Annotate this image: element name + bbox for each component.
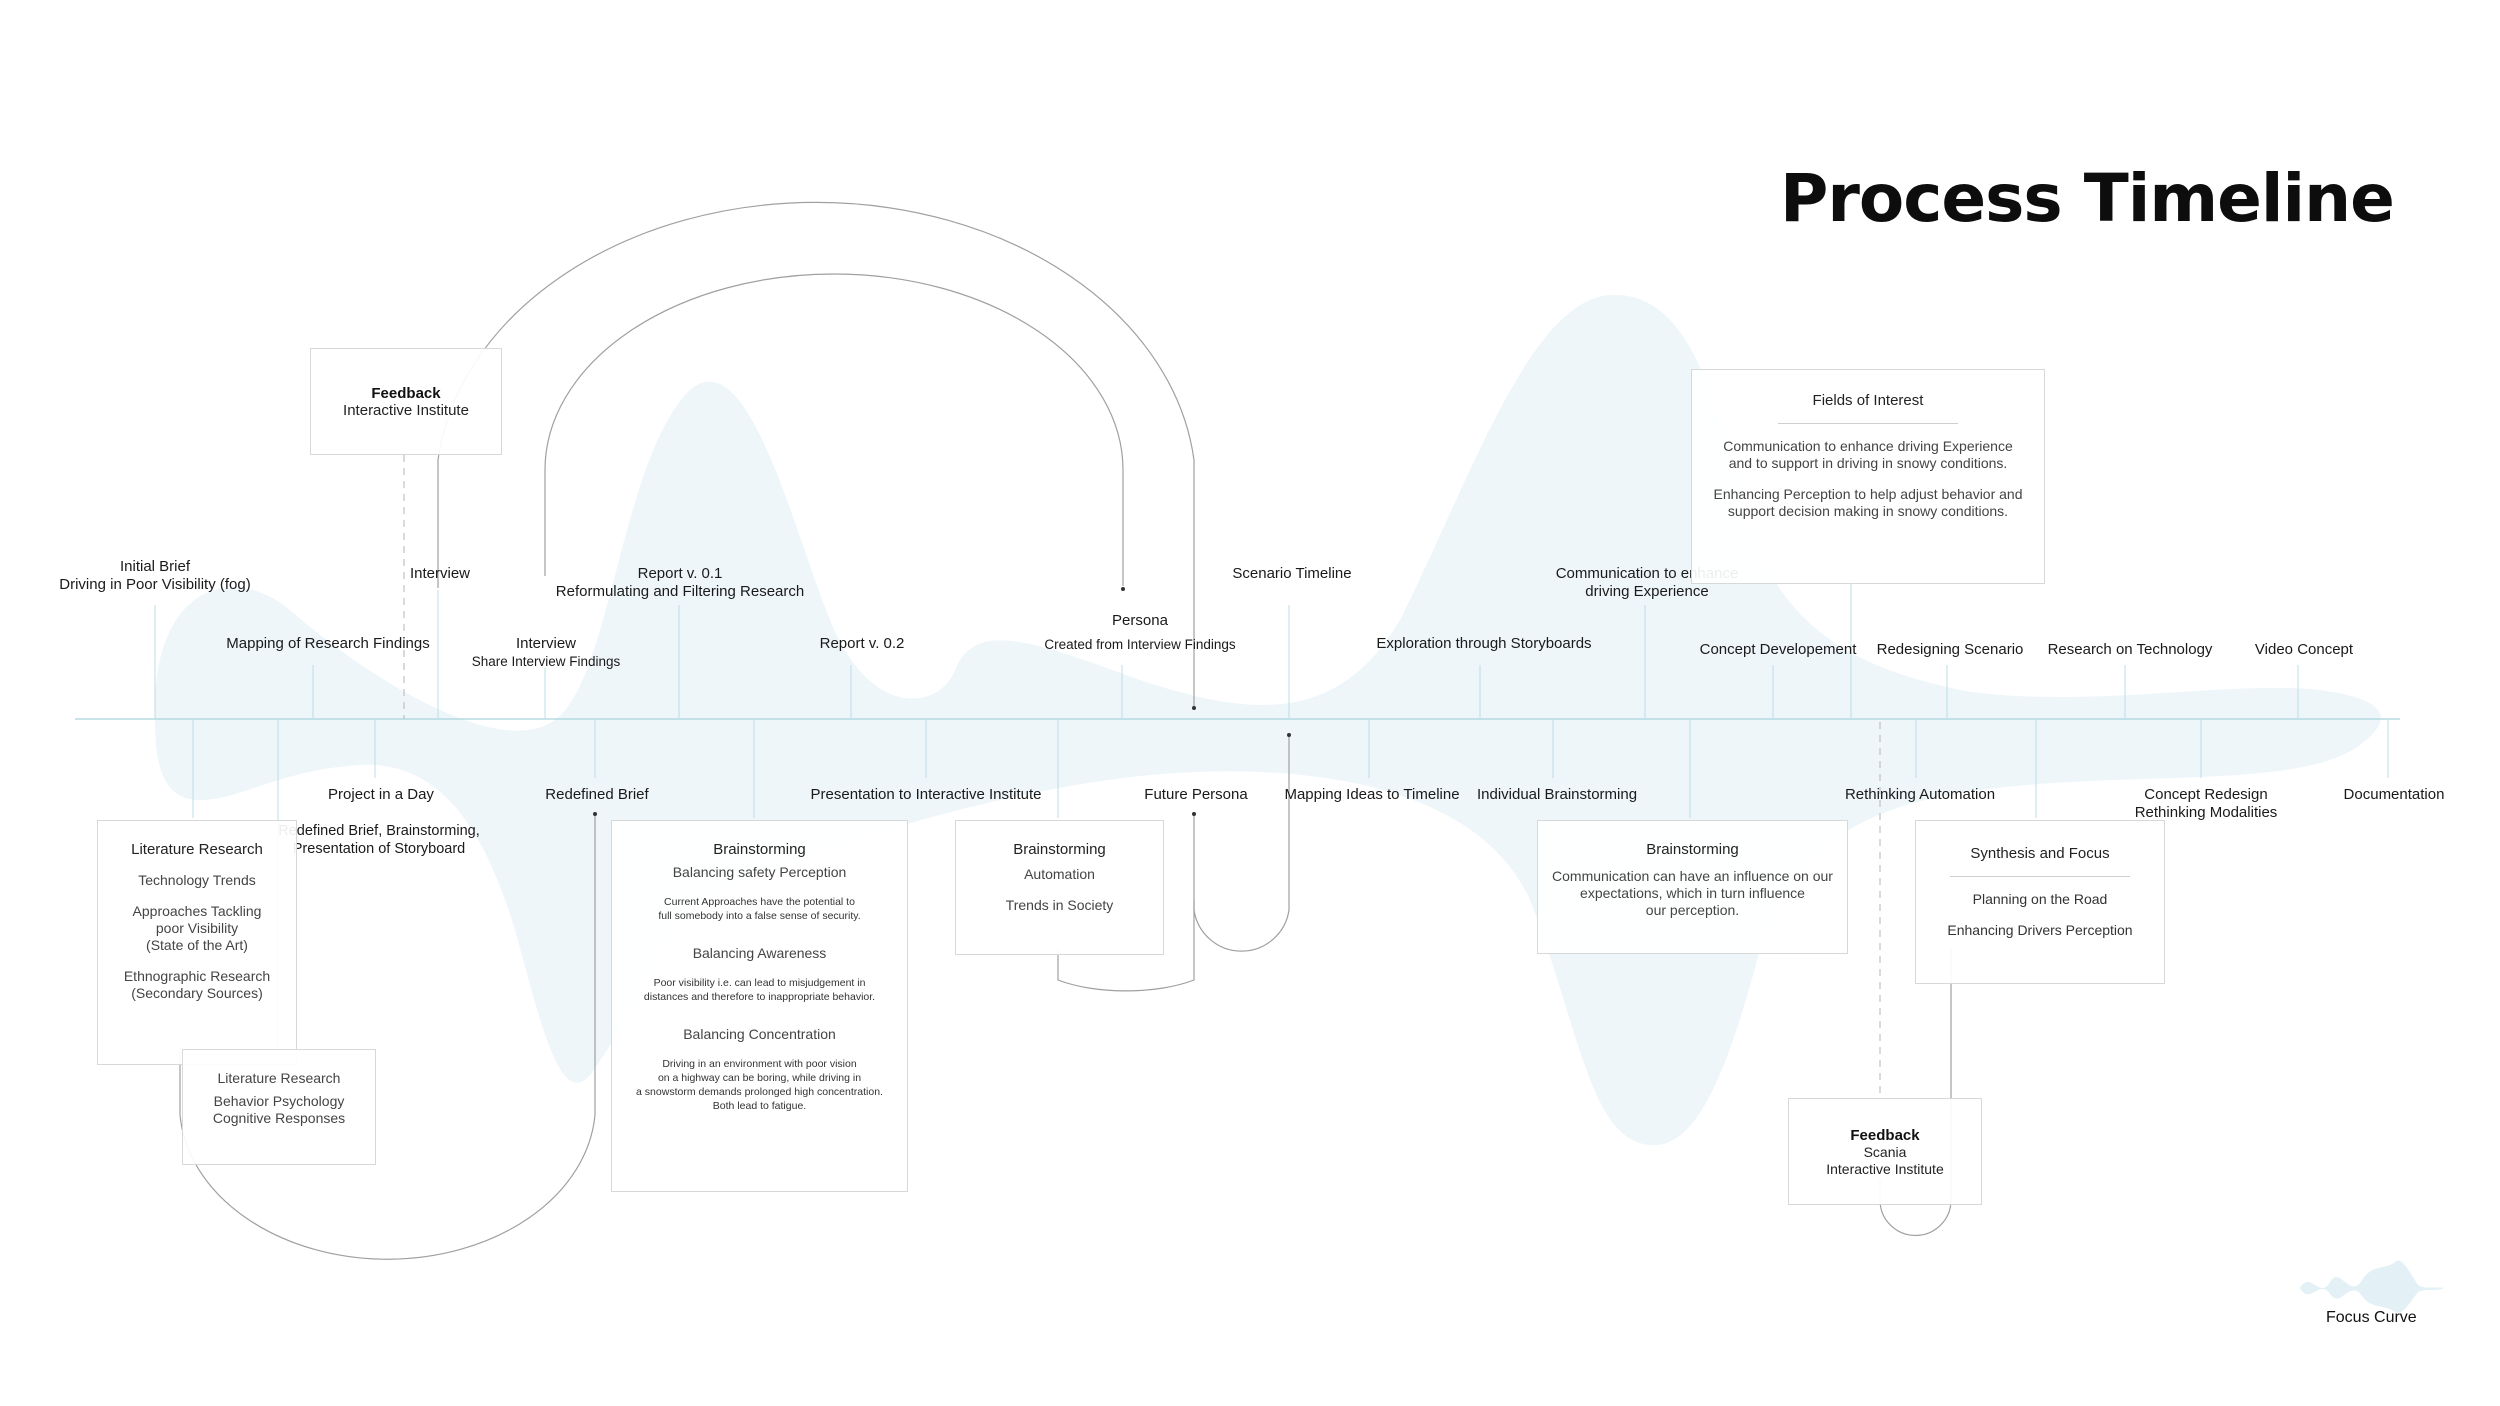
label-presentation: Presentation to Interactive Institute bbox=[810, 786, 1042, 803]
card-feedback-scania: Feedback Scania Interactive Institute bbox=[1788, 1098, 1982, 1205]
label-research-tech: Research on Technology bbox=[2047, 641, 2213, 658]
arc-interview-to-future-persona bbox=[437, 201, 1195, 708]
arc-mapping-loop bbox=[1193, 735, 1290, 952]
focus-curve-legend-icon bbox=[2300, 1260, 2444, 1313]
arc-dots bbox=[593, 587, 1291, 816]
arc-rethinking-loop bbox=[1879, 948, 1952, 1237]
label-redefined-brief: Redefined Brief bbox=[545, 786, 649, 803]
focus-curve bbox=[154, 294, 2381, 1146]
label-interview-1: Interview bbox=[409, 565, 471, 582]
label-future-persona: Future Persona bbox=[1144, 786, 1248, 803]
label-video-concept: Video Concept bbox=[2254, 641, 2354, 658]
label-project-day-note: Redefined Brief, Brainstorming,Presentat… bbox=[278, 823, 480, 857]
label-concept-dev: Concept Developement bbox=[1699, 641, 1857, 658]
label-scenario-timeline: Scenario Timeline bbox=[1232, 565, 1352, 582]
label-mapping-research: Mapping of Research Findings bbox=[226, 635, 430, 652]
card-literature-research: Literature Research Technology Trends Ap… bbox=[97, 820, 297, 1065]
label-report-02: Report v. 0.2 bbox=[819, 635, 905, 652]
card-feedback-interactive-institute: Feedback Interactive Institute bbox=[310, 348, 502, 455]
label-project-day: Project in a Day bbox=[328, 786, 434, 803]
card-brainstorming-communication: Brainstorming Communication can have an … bbox=[1537, 820, 1848, 954]
iteration-arcs bbox=[179, 201, 1952, 1260]
label-documentation: Documentation bbox=[2343, 786, 2445, 803]
card-brainstorming-automation: Brainstorming Automation Trends in Socie… bbox=[955, 820, 1164, 955]
label-individual-brainstorming: Individual Brainstorming bbox=[1476, 786, 1638, 803]
page-title: Process Timeline bbox=[1780, 160, 2395, 237]
label-mapping-ideas: Mapping Ideas to Timeline bbox=[1284, 786, 1460, 803]
arc-future-persona-loop bbox=[1057, 812, 1195, 992]
card-brainstorming-balancing: Brainstorming Balancing safety Perceptio… bbox=[611, 820, 908, 1192]
label-rethinking: Rethinking Automation bbox=[1844, 786, 1996, 803]
label-storyboards: Exploration through Storyboards bbox=[1376, 635, 1592, 652]
ticks-above bbox=[154, 580, 2299, 719]
arc-interview2-to-persona bbox=[544, 273, 1124, 586]
label-redesign-scenario: Redesigning Scenario bbox=[1876, 641, 2024, 658]
card-fields-of-interest: Fields of Interest Communication to enha… bbox=[1691, 369, 2045, 584]
arc-redefined-brief-to-lit bbox=[179, 812, 596, 1260]
legend-focus-curve-label: Focus Curve bbox=[2326, 1309, 2417, 1326]
card-literature-research-2: Literature Research Behavior Psychology … bbox=[182, 1049, 376, 1165]
card-synthesis-and-focus: Synthesis and Focus Planning on the Road… bbox=[1915, 820, 2165, 984]
